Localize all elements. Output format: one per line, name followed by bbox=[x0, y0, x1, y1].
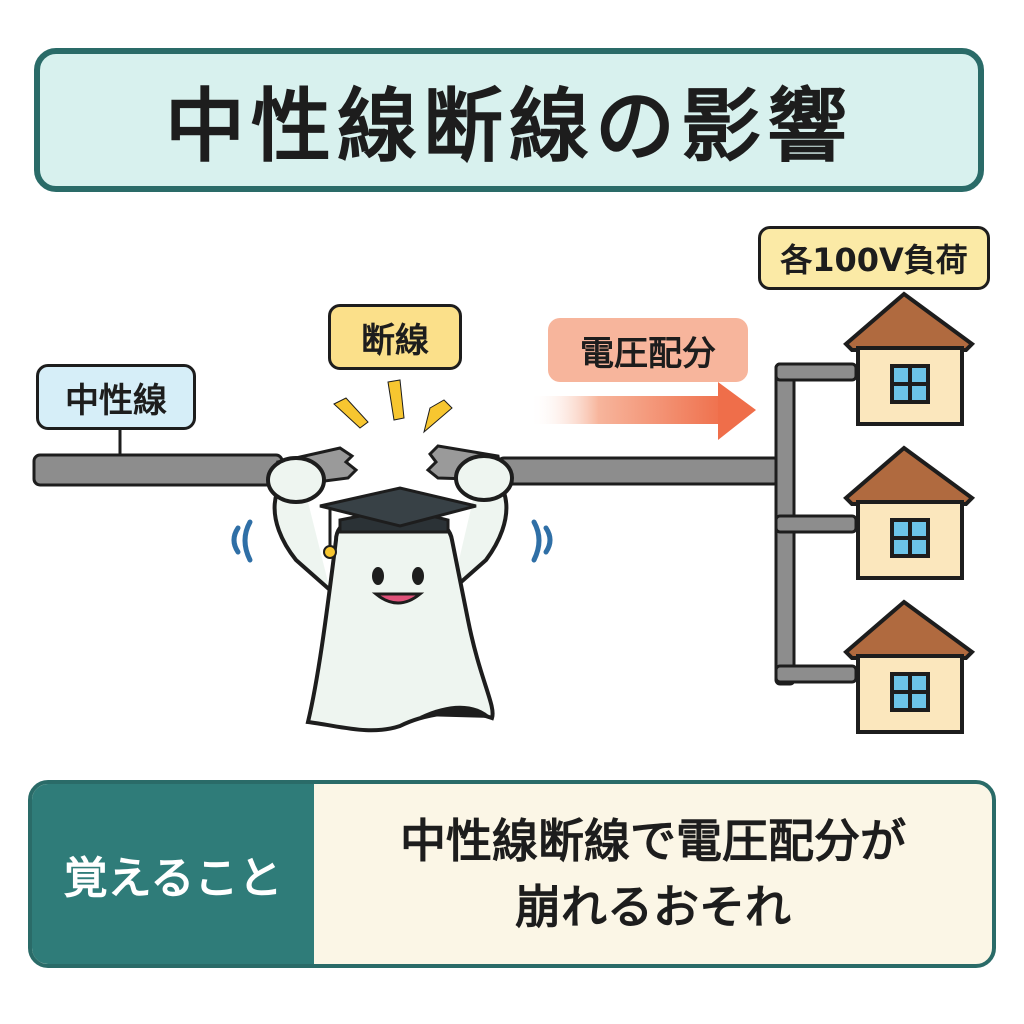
summary-line-1: 中性線断線で電圧配分が bbox=[400, 814, 906, 868]
label-break: 断線 bbox=[328, 304, 462, 370]
graduation-cap-icon bbox=[319, 486, 477, 559]
summary-body: 中性線断線で電圧配分が 崩れるおそれ bbox=[314, 784, 992, 964]
shake-icon bbox=[231, 519, 553, 563]
spark-icon bbox=[333, 379, 453, 434]
house-icon bbox=[843, 291, 976, 426]
neutral-wire-right bbox=[496, 456, 782, 486]
label-loads: 各100V負荷 bbox=[758, 226, 990, 290]
label-voltage-division: 電圧配分 bbox=[548, 318, 748, 382]
house-icon bbox=[843, 599, 976, 734]
house-icon bbox=[843, 445, 976, 580]
distribution-bus bbox=[774, 362, 858, 686]
summary-line-2: 崩れるおそれ bbox=[515, 880, 791, 934]
arrow-right-icon bbox=[530, 382, 756, 440]
summary-heading: 覚えること bbox=[32, 784, 314, 964]
neutral-wire-left bbox=[32, 453, 284, 487]
page-title: 中性線断線の影響 bbox=[165, 80, 853, 173]
label-neutral-line: 中性線 bbox=[36, 364, 196, 430]
ghost-mascot-icon bbox=[266, 454, 514, 733]
title-banner: 中性線断線の影響 bbox=[34, 48, 984, 192]
summary-panel: 覚えること 中性線断線で電圧配分が 崩れるおそれ bbox=[28, 780, 996, 968]
